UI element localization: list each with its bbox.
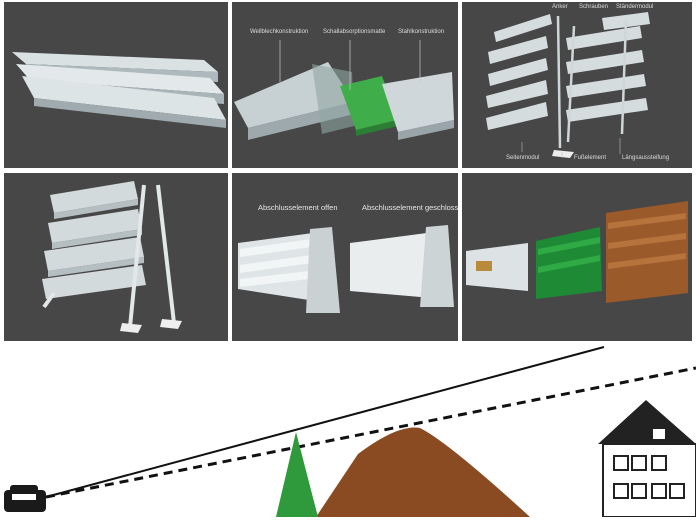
components-illustration [234, 40, 454, 140]
panel-components: Wellblechkonstruktion Schallabsorptionsm… [232, 2, 458, 168]
label-anker: Anker [552, 4, 568, 10]
panel-exploded-view: Anker Schrauben Ständermodul Seitenmodul… [462, 2, 692, 168]
label-wellblech: Wellblechkonstruktion [250, 29, 309, 35]
hedge [276, 432, 318, 517]
exploded-view-illustration [486, 12, 650, 158]
panel-assembled-module [4, 173, 228, 341]
car-icon [4, 485, 46, 512]
assembled-module-illustration [42, 181, 182, 333]
end-elements-illustration [238, 225, 454, 313]
label-staendermodul: Ständermodul [616, 4, 654, 10]
earth-mound [316, 427, 530, 517]
panel-wall-strips [4, 2, 228, 168]
color-variants-illustration [466, 201, 688, 303]
noise-scene [0, 344, 696, 518]
label-schallabsorption: Schallabsorptionsmatte [323, 29, 386, 35]
label-stahl: Stahlkonstruktion [398, 29, 445, 35]
label-laengsaussteifung: Längsaussteifung [622, 155, 670, 161]
wall-strips-illustration [12, 52, 226, 128]
sound-ray-dashed [45, 366, 696, 499]
label-seitenmodul: Seitenmodul [506, 155, 540, 161]
panel-end-elements: Abschlusselement offen Abschlusselement … [232, 173, 458, 341]
label-abschluss-geschlossen: Abschlusselement geschlossen [362, 203, 458, 212]
panel-color-variants [462, 173, 692, 341]
house-icon [598, 400, 696, 518]
noise-scene-illustration [4, 346, 696, 518]
label-fusselement: Fußelement [574, 155, 607, 161]
label-abschluss-offen: Abschlusselement offen [258, 203, 338, 212]
label-schrauben: Schrauben [579, 4, 609, 10]
sound-ray-solid [45, 346, 605, 498]
